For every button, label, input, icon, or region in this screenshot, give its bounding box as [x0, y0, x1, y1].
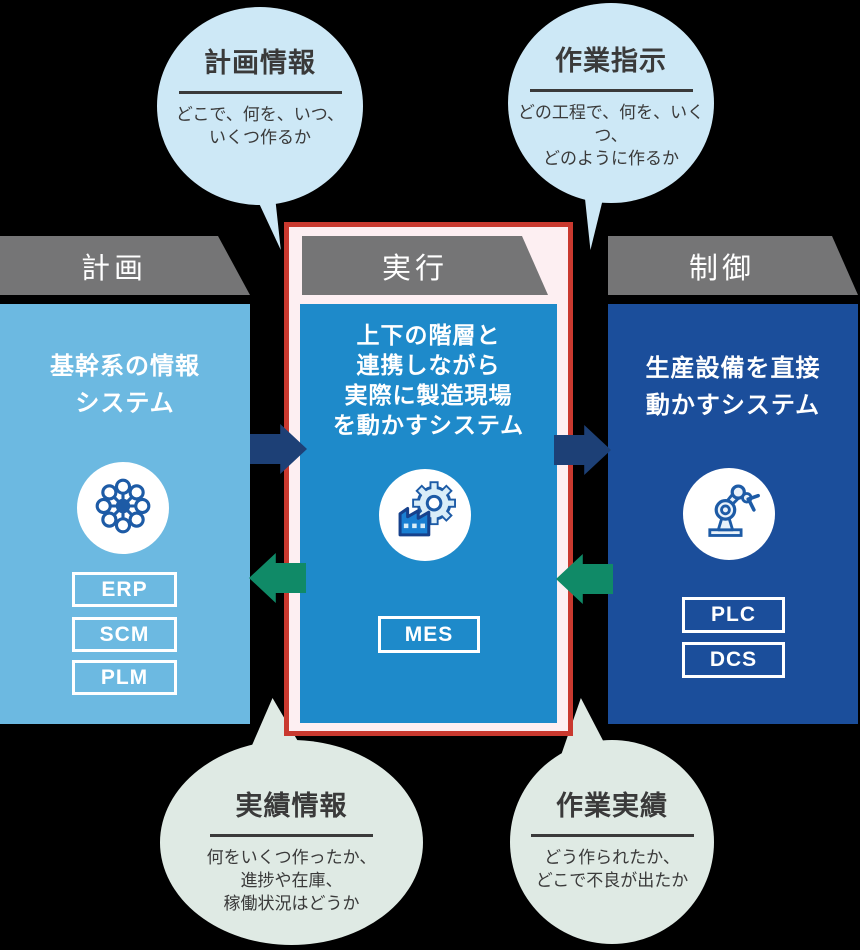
bubble-divider — [530, 834, 694, 837]
bubble-title: 実績情報 — [235, 791, 348, 821]
description-line: 実際に製造現場 — [344, 382, 513, 408]
column-header-plan: 計画 — [0, 236, 250, 295]
robot-arm-icon — [697, 480, 761, 549]
system-tag-scm: SCM — [72, 617, 177, 652]
column-header-plan-label: 計画 — [80, 252, 147, 285]
description-line: 動かすシステム — [645, 392, 821, 419]
bubble-divider — [178, 91, 342, 94]
system-tag-plc: PLC — [682, 597, 785, 633]
bubble-text-line: どの工程で、何を、いくつ、 — [517, 103, 705, 145]
description-line: 上下の階層と — [356, 322, 501, 348]
plan-icon-circle — [77, 462, 169, 554]
column-header-execute: 実行 — [302, 236, 548, 295]
bubble-divider — [210, 834, 373, 837]
bubble-divider — [529, 89, 693, 92]
control-icon-circle — [683, 468, 775, 560]
system-tag-label: DCS — [709, 648, 758, 671]
control-column: 生産設備を直接 動かすシステム PLC D — [608, 304, 858, 724]
speech-bubble-result-info: 実績情報 何をいくつ作ったか、 進捗や在庫、 稼働状況はどうか — [160, 740, 423, 945]
system-tag-erp: ERP — [72, 572, 177, 607]
system-tag-label: ERP — [101, 577, 148, 601]
speech-bubble-work-result: 作業実績 どう作られたか、 どこで不良が出たか — [510, 740, 714, 944]
bubble-title: 計画情報 — [204, 48, 316, 78]
system-tag-label: PLC — [711, 603, 756, 626]
execute-column: 上下の階層と 連携しながら 実際に製造現場 を動かすシステム — [300, 304, 557, 723]
execute-column-description: 上下の階層と 連携しながら 実際に製造現場 を動かすシステム — [300, 320, 557, 440]
column-header-control-label: 制御 — [688, 252, 755, 285]
plan-column: 基幹系の情報 システム — [0, 304, 250, 724]
bubble-text-line: 稼働状況はどうか — [223, 894, 360, 913]
speech-bubble-work-order: 作業指示 どの工程で、何を、いくつ、 どのように作るか — [508, 3, 714, 203]
description-line: 生産設備を直接 — [645, 355, 821, 382]
system-tag-dcs: DCS — [682, 642, 785, 678]
column-header-execute-label: 実行 — [381, 252, 448, 285]
bubble-text-line: いくつ作るか — [209, 128, 311, 147]
system-tag-label: PLM — [100, 665, 149, 689]
description-line: 基幹系の情報 — [50, 353, 200, 380]
bubble-title: 作業指示 — [555, 46, 667, 76]
system-tag-label: SCM — [99, 622, 150, 646]
description-line: 連携しながら — [356, 352, 501, 378]
factory-gear-icon — [391, 479, 459, 552]
bubble-text-line: 進捗や在庫、 — [240, 871, 343, 890]
system-tag-plm: PLM — [72, 660, 177, 695]
system-tag-mes: MES — [378, 616, 480, 653]
speech-bubble-plan-info: 計画情報 どこで、何を、いつ、 いくつ作るか — [157, 7, 363, 205]
bubble-text-line: どう作られたか、 — [544, 848, 680, 867]
plan-column-description: 基幹系の情報 システム — [0, 348, 250, 422]
execute-icon-circle — [379, 469, 471, 561]
network-icon — [92, 475, 154, 542]
system-tag-label: MES — [404, 622, 454, 646]
control-column-description: 生産設備を直接 動かすシステム — [608, 350, 858, 424]
description-line: システム — [75, 390, 175, 417]
bubble-text-line: どこで、何を、いつ、 — [175, 105, 345, 124]
bubble-text-line: どこで不良が出たか — [535, 871, 689, 890]
bubble-text-line: どのように作るか — [543, 149, 679, 168]
column-header-control: 制御 — [608, 236, 858, 295]
bubble-text-line: 何をいくつ作ったか、 — [206, 848, 377, 867]
description-line: を動かすシステム — [332, 412, 525, 438]
bubble-title: 作業実績 — [556, 791, 668, 821]
